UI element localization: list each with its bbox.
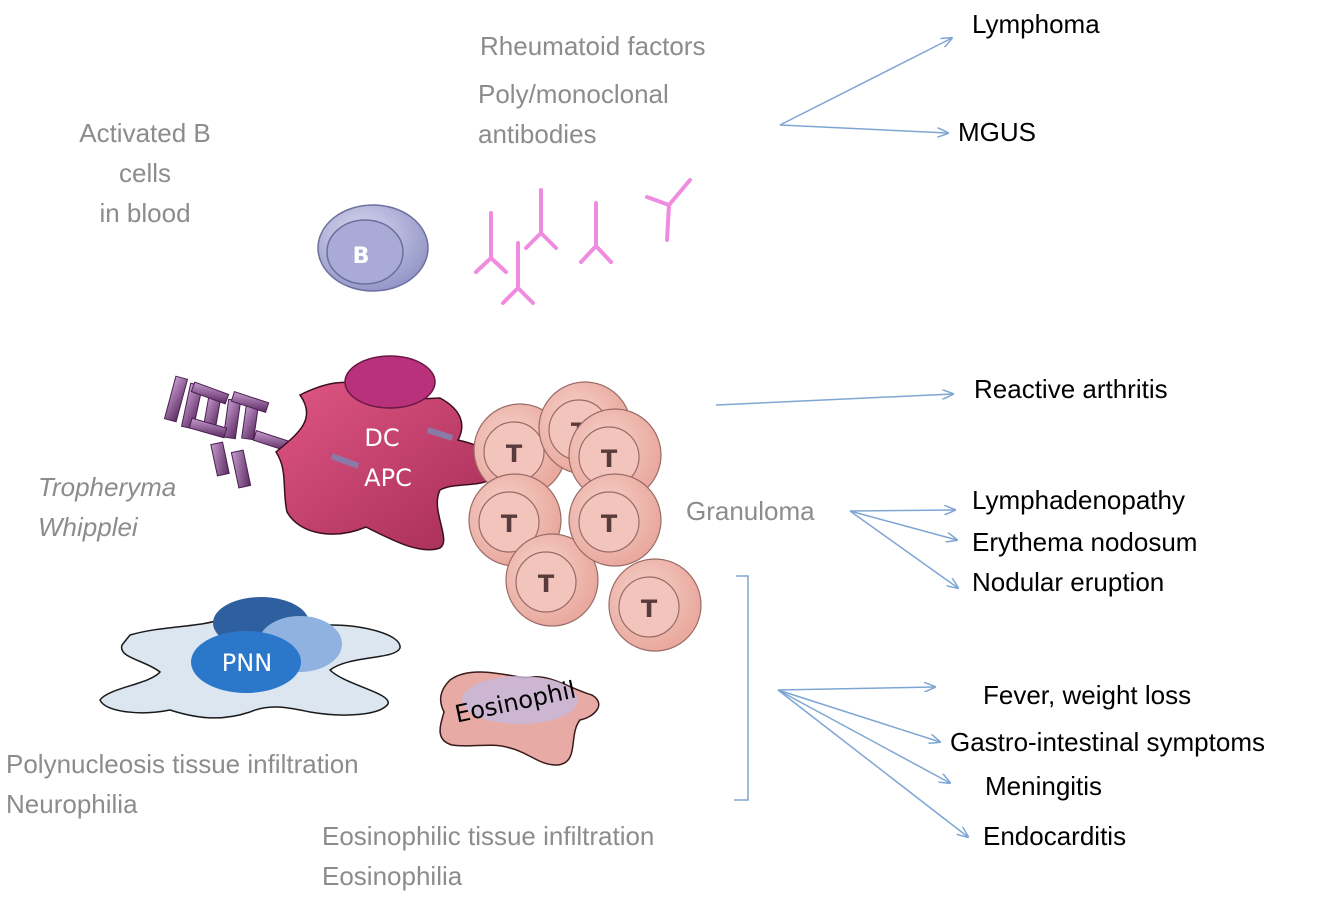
polynucleosis-label: Polynucleosis tissue infiltration Neurop…	[6, 744, 359, 824]
granuloma-label: Granuloma	[686, 496, 815, 526]
outcome-fever: Fever, weight loss	[983, 680, 1192, 710]
arrow-reactive-arthritis	[715, 394, 953, 406]
arrows	[715, 38, 968, 837]
t-cell-label: T	[641, 595, 658, 623]
b-cell: B	[317, 204, 429, 292]
t-cell: T	[568, 408, 662, 502]
t-cell-label: T	[538, 570, 555, 598]
arrow-meningitis	[777, 689, 950, 783]
bacteria-icons	[163, 375, 292, 489]
arrow-lymphoma	[779, 38, 952, 126]
polynucleosis-line-2: Neurophilia	[6, 789, 138, 819]
t-cell: T	[568, 473, 662, 567]
polynucleosis-line-1: Polynucleosis tissue infiltration	[6, 749, 359, 779]
antibodies-line-2: antibodies	[478, 119, 597, 149]
outcome-endocarditis: Endocarditis	[983, 821, 1127, 851]
arrow-erythema	[849, 510, 957, 540]
activated-b-label: Activated B cells in blood	[50, 113, 240, 233]
arrow-nodular	[849, 510, 958, 588]
arrow-endocarditis	[777, 689, 968, 837]
activated-b-line-1: Activated B	[79, 118, 211, 148]
eosinophilic-line-2: Eosinophilia	[322, 861, 463, 891]
activated-b-line-3: in blood	[99, 198, 191, 228]
antibody-icon	[474, 211, 508, 274]
outcome-erythema-nodosum: Erythema nodosum	[972, 527, 1198, 557]
arrow-fever	[777, 687, 935, 690]
outcome-lymphadenopathy: Lymphadenopathy	[972, 485, 1185, 515]
pnn-label: PNN	[222, 649, 272, 677]
tropheryma-label: Tropheryma Whipplei	[38, 467, 176, 547]
dc-label: DC	[364, 424, 399, 452]
t-cell-cluster: TTTTTTT	[468, 381, 702, 652]
antibody-icon	[501, 241, 535, 305]
arrow-mgus	[779, 124, 948, 133]
b-cell-label: B	[353, 244, 370, 269]
antibody-icons	[474, 178, 692, 305]
outcome-meningitis: Meningitis	[985, 771, 1103, 801]
outcome-nodular-eruption: Nodular eruption	[972, 567, 1165, 597]
outcome-reactive-arthritis: Reactive arthritis	[974, 374, 1168, 404]
rheumatoid-label: Rheumatoid factors	[480, 31, 706, 61]
antibody-icon	[579, 201, 613, 264]
tropheryma-line-2: Whipplei	[38, 512, 138, 542]
t-cell-label: T	[506, 440, 523, 468]
t-cell-label: T	[601, 445, 618, 473]
symptom-bracket	[734, 575, 749, 801]
dendritic-cell: DC APC	[275, 355, 501, 551]
eosinophilic-line-1: Eosinophilic tissue infiltration	[322, 821, 655, 851]
antibodies-label: Poly/monoclonal antibodies	[478, 74, 669, 154]
antibodies-line-1: Poly/monoclonal	[478, 79, 669, 109]
t-cell: T	[608, 558, 702, 652]
arrow-gastro	[777, 689, 940, 742]
outcome-mgus: MGUS	[958, 117, 1036, 147]
t-cell-label: T	[501, 510, 518, 538]
eosinophilic-label: Eosinophilic tissue infiltration Eosinop…	[322, 816, 654, 896]
eosinophil-cell: Eosinophil	[439, 671, 600, 766]
t-cell-label: T	[601, 510, 618, 538]
tropheryma-line-1: Tropheryma	[38, 472, 177, 502]
apc-label: APC	[364, 464, 412, 492]
antibody-icon	[645, 178, 692, 242]
arrow-lymphadenopathy	[849, 510, 955, 511]
outcome-gastro: Gastro-intestinal symptoms	[950, 727, 1265, 757]
activated-b-line-2: cells	[118, 158, 171, 188]
t-cell: T	[505, 533, 599, 627]
antibody-icon	[524, 188, 558, 250]
pnn-cell: PNN	[99, 597, 401, 719]
outcome-lymphoma: Lymphoma	[972, 9, 1100, 39]
